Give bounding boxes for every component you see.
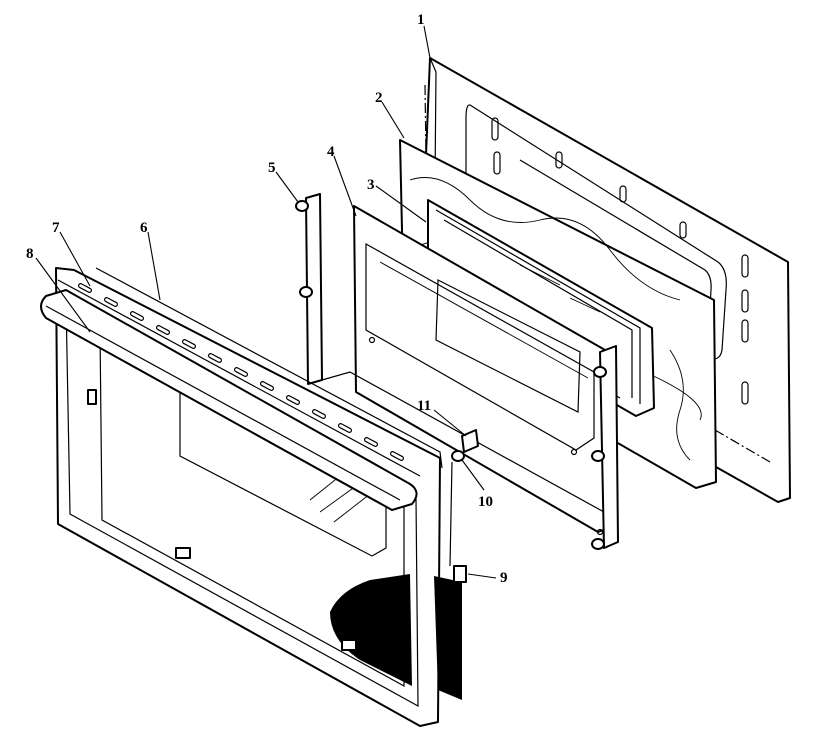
callout-2: 2 [375, 90, 383, 106]
callout-labels: 1 2 3 4 5 6 7 8 9 10 11 [26, 12, 508, 586]
callout-11: 11 [417, 398, 431, 414]
callout-6: 6 [140, 220, 148, 236]
part-10-hinge-pin[interactable] [451, 450, 465, 462]
callout-10: 10 [478, 494, 493, 510]
callout-1: 1 [417, 12, 425, 28]
callout-leaders [35, 25, 497, 579]
callout-7: 7 [52, 220, 60, 236]
part-9-bumper[interactable] [449, 461, 467, 583]
callout-3: 3 [367, 177, 375, 193]
callout-8: 8 [26, 246, 34, 262]
part-7-door-handle[interactable] [40, 283, 418, 511]
part-6-outer-glass[interactable] [95, 267, 443, 469]
part-8-outer-door-frame[interactable] [55, 267, 462, 727]
callout-9: 9 [500, 570, 508, 586]
callout-5: 5 [268, 160, 276, 176]
callout-4: 4 [327, 144, 335, 160]
part-5-screws[interactable] [295, 193, 619, 550]
